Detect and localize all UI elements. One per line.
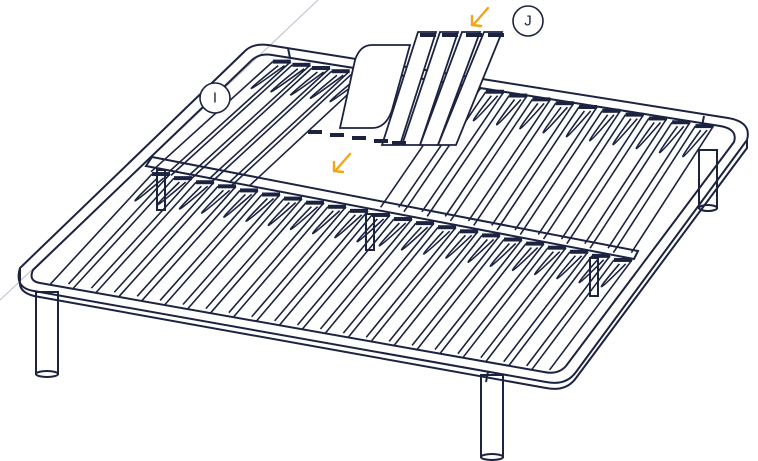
slat <box>324 222 435 334</box>
callout-j-label: J <box>524 13 532 30</box>
slat-cap <box>350 208 368 213</box>
slat-cap <box>625 112 644 117</box>
slat-cap <box>526 241 544 246</box>
slat-cap <box>614 257 632 262</box>
slat-cap <box>460 229 478 234</box>
slat-cap <box>532 97 551 102</box>
slat-cap <box>695 124 714 129</box>
slat-cap <box>602 108 621 113</box>
slats-back-right <box>379 87 715 254</box>
slat <box>95 181 215 293</box>
slat-cap <box>372 212 390 217</box>
slat-cap <box>174 176 192 181</box>
leg-front-right <box>480 374 504 461</box>
slat-cap <box>312 66 330 70</box>
slat <box>72 177 193 289</box>
slat-cap <box>416 221 434 226</box>
slat-cap <box>306 200 324 205</box>
slat-cap <box>509 93 528 98</box>
slat <box>278 214 391 326</box>
slat <box>449 98 552 222</box>
slat-cap <box>485 89 504 94</box>
slat <box>589 121 691 249</box>
slat <box>496 106 598 231</box>
slat <box>519 110 621 235</box>
slat <box>439 243 545 355</box>
slat <box>49 173 171 285</box>
leg-front-left <box>35 291 59 378</box>
slat <box>566 118 668 245</box>
slat-cap <box>555 101 574 106</box>
slat <box>473 102 575 226</box>
slat <box>170 64 311 176</box>
slat <box>530 259 633 371</box>
arrow-down-left-icon <box>472 6 490 26</box>
frame-joint-left <box>287 47 291 59</box>
slat <box>190 67 331 180</box>
insert-arrow-top <box>470 6 490 28</box>
slat <box>256 210 369 322</box>
slat-cap <box>504 237 522 242</box>
slat-cap <box>196 180 214 185</box>
slat-cap <box>579 105 597 109</box>
frame-outer <box>17 43 749 384</box>
slats-front <box>49 173 633 371</box>
slat <box>141 189 259 301</box>
slat <box>393 234 501 346</box>
slat-cap <box>394 217 412 222</box>
slat <box>233 206 347 318</box>
slat <box>187 198 303 310</box>
slat-cap <box>240 188 258 193</box>
slat-cap <box>262 192 280 197</box>
frame-joint-front <box>485 371 489 383</box>
center-rail <box>144 155 640 261</box>
slat <box>347 226 457 338</box>
slat <box>485 251 589 363</box>
slat <box>210 70 351 184</box>
slat <box>507 255 611 367</box>
bed-frame <box>17 43 749 390</box>
slat-cap <box>152 172 170 177</box>
slat-cap <box>438 225 456 230</box>
slat <box>542 114 645 240</box>
legs <box>35 149 718 461</box>
slat <box>301 218 413 330</box>
slat-cap <box>272 59 291 64</box>
slat-cap <box>292 62 311 67</box>
slat-cap <box>328 204 346 209</box>
callout-i-label: I <box>213 90 217 107</box>
arrow-down-left-icon <box>334 152 352 172</box>
slat-cap <box>284 196 302 201</box>
slat <box>118 185 237 297</box>
slat <box>403 91 505 213</box>
slat-cap <box>548 245 566 250</box>
slat-cap <box>331 69 350 74</box>
slat-cap <box>592 253 610 258</box>
slat-cap <box>570 249 588 254</box>
slat <box>164 193 281 306</box>
slat-cap <box>672 120 691 125</box>
slat <box>426 95 528 217</box>
frame-inner <box>30 53 736 374</box>
slat <box>462 247 567 359</box>
insert-arrow-middle <box>332 152 352 174</box>
slat-cap <box>218 184 236 189</box>
slat <box>612 125 715 254</box>
callout-j: J <box>512 5 544 37</box>
loose-slats <box>338 31 504 146</box>
slat <box>416 239 523 350</box>
slat <box>370 230 479 342</box>
slat-cap <box>648 116 667 121</box>
slat <box>210 202 325 314</box>
callout-i: I <box>199 82 231 114</box>
frame-side-front <box>18 140 748 390</box>
slat-cap <box>482 233 500 238</box>
loose-slat-caps <box>308 33 504 145</box>
slat <box>150 61 292 173</box>
